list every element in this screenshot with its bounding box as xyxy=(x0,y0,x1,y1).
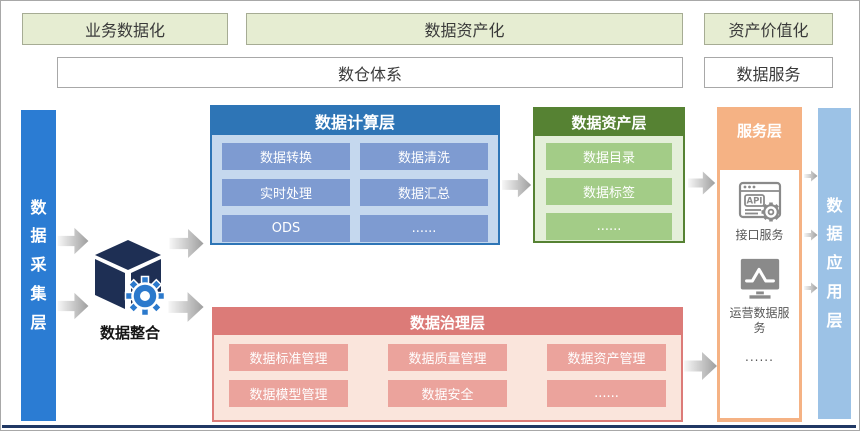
arrow-service-to-application-3 xyxy=(804,281,818,295)
compute-cell: 数据汇总 xyxy=(360,179,488,206)
governance-layer-title: 数据治理层 xyxy=(214,309,681,335)
asset-cell: 数据目录 xyxy=(546,143,672,170)
asset-cell: ...... xyxy=(546,213,672,240)
service-layer-box: 服务层 API xyxy=(717,107,802,422)
cube-gear-icon xyxy=(88,236,168,324)
arrow-service-to-application-1 xyxy=(804,169,818,183)
warehouse-system-box: 数仓体系 xyxy=(57,57,683,88)
compute-layer-title: 数据计算层 xyxy=(212,107,498,135)
governance-layer-box: 数据治理层 数据标准管理 数据质量管理 数据资产管理 数据模型管理 数据安全 .… xyxy=(212,307,683,422)
arrow-collect-to-integration-bottom xyxy=(57,292,90,320)
service-layer-title: 服务层 xyxy=(736,122,782,140)
compute-cell: ODS xyxy=(222,215,350,242)
data-application-layer-bar: 数据应用层 xyxy=(818,108,851,419)
governance-cell: ...... xyxy=(547,380,666,407)
asset-layer-title: 数据资产层 xyxy=(535,109,683,136)
compute-cell: 数据清洗 xyxy=(360,143,488,170)
stage-data-assetization: 数据资产化 xyxy=(246,13,683,45)
arrow-compute-to-asset xyxy=(502,170,532,200)
arrow-integration-to-compute xyxy=(169,228,205,259)
governance-layer-grid: 数据标准管理 数据质量管理 数据资产管理 数据模型管理 数据安全 ...... xyxy=(214,335,681,416)
arrow-service-to-application-2 xyxy=(804,228,818,242)
compute-cell: ...... xyxy=(360,215,488,242)
asset-layer-box: 数据资产层 数据目录 数据标签 ...... xyxy=(533,107,685,243)
compute-cell: 实时处理 xyxy=(222,179,350,206)
operations-data-service-label: 运营数据服务 xyxy=(729,305,790,336)
data-collection-layer-label: 数据采集层 xyxy=(30,197,47,332)
service-layer-ellipsis: ...... xyxy=(745,349,774,364)
svg-text:API: API xyxy=(746,197,762,207)
service-layer-panel: API xyxy=(720,170,799,418)
data-service-box: 数据服务 xyxy=(704,57,833,88)
compute-layer-box: 数据计算层 数据转换 数据清洗 实时处理 数据汇总 ODS ...... xyxy=(210,105,500,245)
governance-cell: 数据安全 xyxy=(388,380,507,407)
arrow-collect-to-integration-top xyxy=(57,227,90,255)
stage-asset-valorization: 资产价值化 xyxy=(704,13,833,45)
data-application-layer-label: 数据应用层 xyxy=(826,195,843,330)
asset-layer-grid: 数据目录 数据标签 ...... xyxy=(535,136,683,247)
api-service-label: 接口服务 xyxy=(735,228,784,242)
data-collection-layer-bar: 数据采集层 xyxy=(21,110,56,421)
arrow-integration-to-governance xyxy=(168,291,205,323)
bottom-divider xyxy=(2,425,856,428)
api-browser-icon: API xyxy=(738,181,781,222)
data-integration-label: 数据整合 xyxy=(99,324,160,342)
governance-cell: 数据模型管理 xyxy=(229,380,348,407)
compute-cell: 数据转换 xyxy=(222,143,350,170)
arrow-asset-to-service xyxy=(688,167,716,199)
arrow-governance-to-service xyxy=(684,347,718,385)
compute-layer-grid: 数据转换 数据清洗 实时处理 数据汇总 ODS ...... xyxy=(212,135,498,250)
asset-cell: 数据标签 xyxy=(546,178,672,205)
stage-business-datafication: 业务数据化 xyxy=(22,13,228,45)
governance-cell: 数据资产管理 xyxy=(547,344,666,371)
line-chart-monitor-icon xyxy=(740,258,779,299)
governance-cell: 数据质量管理 xyxy=(388,344,507,371)
governance-cell: 数据标准管理 xyxy=(229,344,348,371)
